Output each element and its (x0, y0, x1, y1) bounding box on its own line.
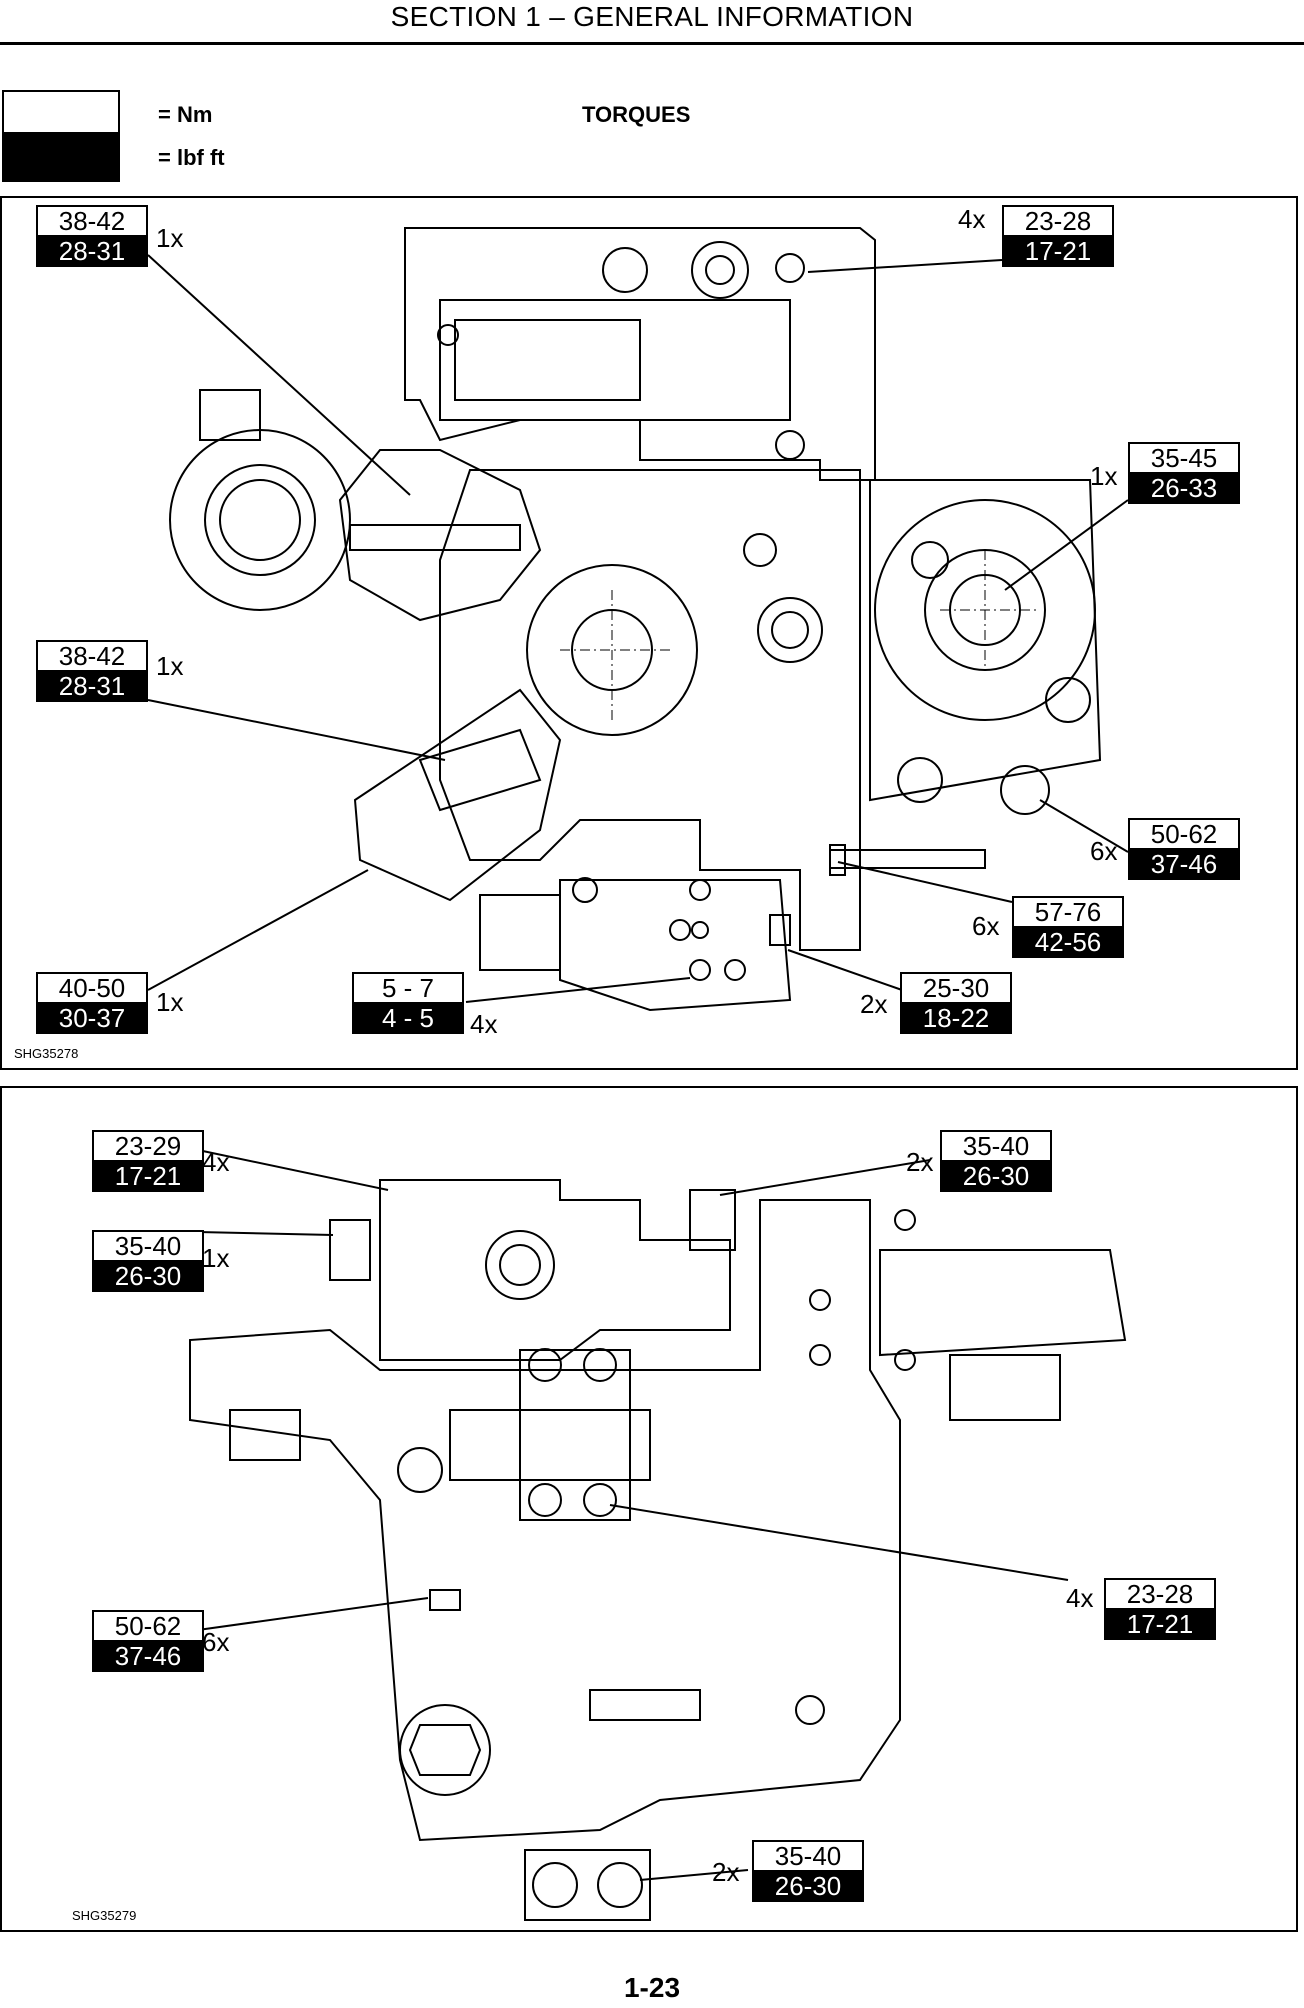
quantity-label: 4x (470, 1009, 498, 1039)
quantity-label: 1x (1090, 461, 1118, 491)
quantity-label: 1x (156, 651, 184, 681)
quantity-label: 2x (712, 1857, 740, 1887)
legend-nm-label: = Nm (158, 102, 213, 127)
figure2-frame (0, 1086, 1298, 1932)
quantity-label: 4x (202, 1147, 230, 1177)
figure2-drawing (189, 1179, 1127, 1921)
quantity-label: 2x (906, 1147, 934, 1177)
quantity-label: 1x (156, 987, 184, 1017)
figure1-leaders (147, 254, 1129, 1003)
quantity-label: 1x (202, 1243, 230, 1273)
header-rule (0, 42, 1304, 45)
figure2-leaders (197, 1149, 1069, 1881)
legend-lbf-label: = lbf ft (158, 145, 225, 170)
legend-nm-swatch (2, 90, 120, 134)
legend-lbf-swatch (2, 132, 120, 182)
quantity-label: 6x (202, 1627, 230, 1657)
quantity-label: 2x (860, 989, 888, 1019)
quantity-label: 1x (156, 223, 184, 253)
quantity-label: 4x (1066, 1583, 1094, 1613)
page-number: 1-23 (623, 1972, 681, 2003)
figure1-frame (0, 196, 1298, 1070)
figure2-id: SHG35279 (72, 1908, 137, 1923)
quantity-label: 6x (1090, 836, 1118, 866)
quantity-label: 4x (958, 204, 986, 234)
quantity-label: 6x (972, 911, 1000, 941)
section-title: SECTION 1 – GENERAL INFORMATION (390, 1, 914, 32)
torques-title: TORQUES (582, 102, 691, 127)
figure1-drawing (169, 227, 1102, 1012)
figure1-id: SHG35278 (14, 1046, 79, 1061)
